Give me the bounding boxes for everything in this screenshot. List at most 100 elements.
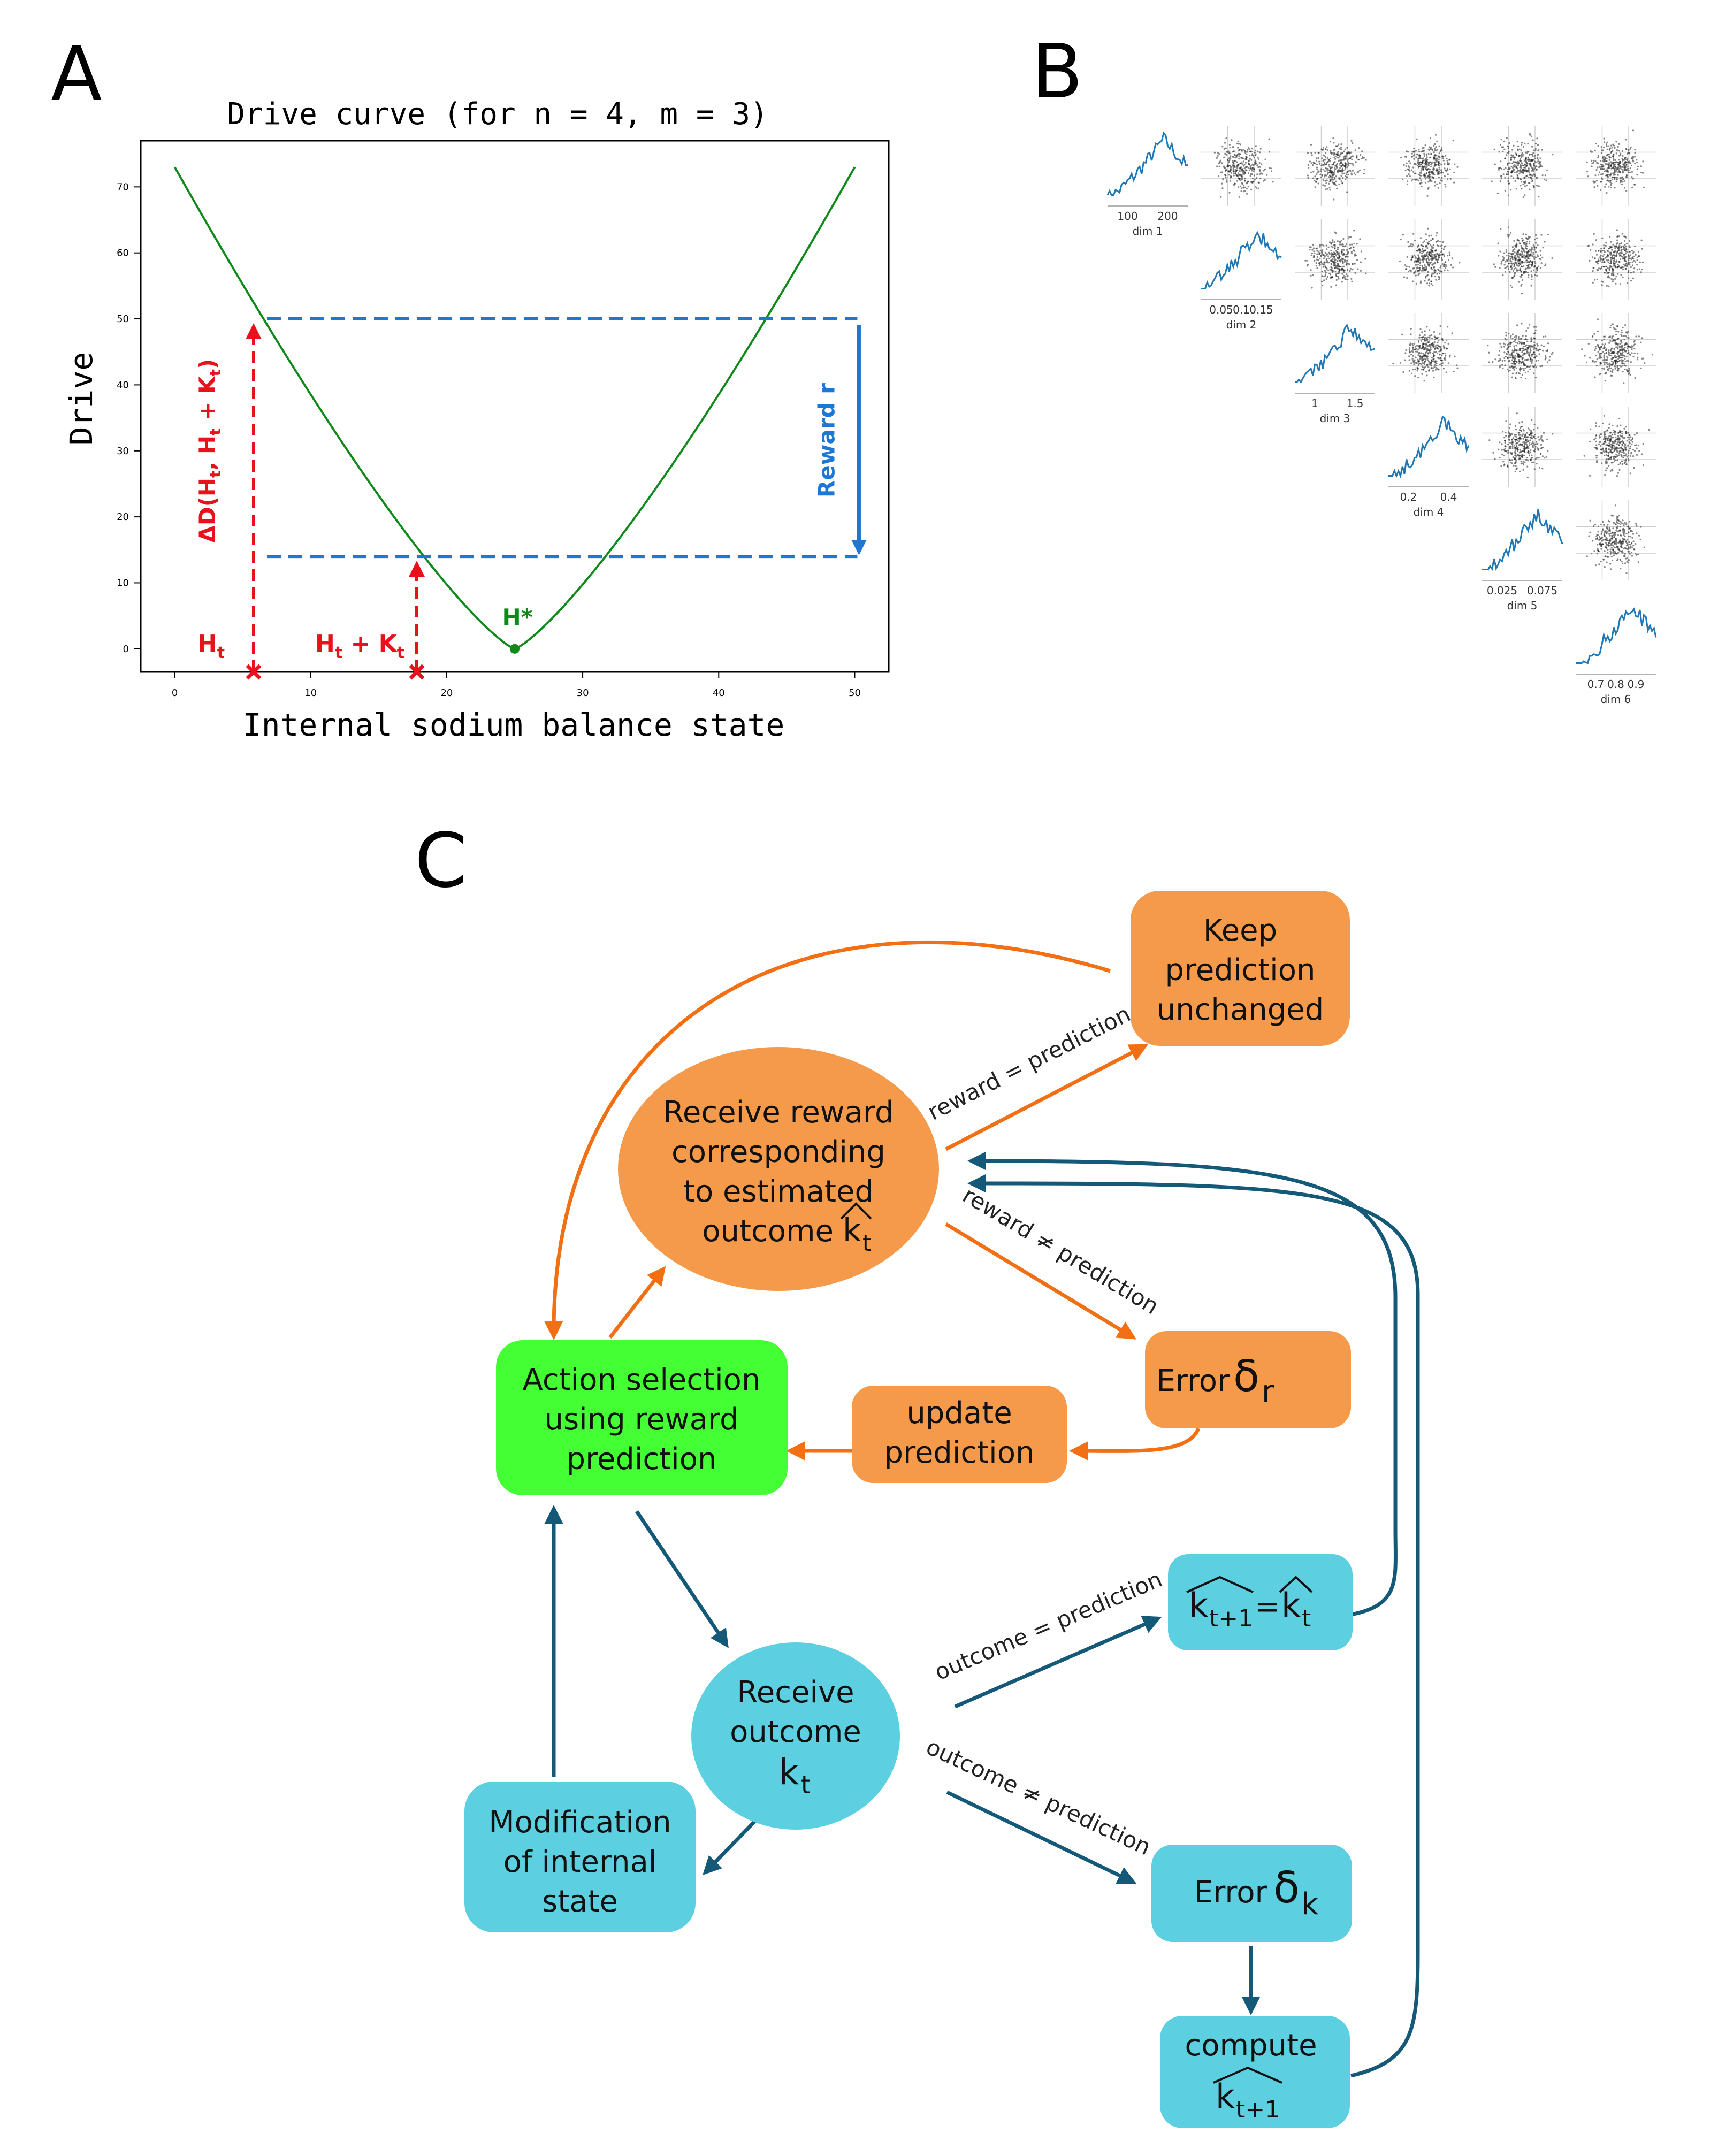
update-line-1: update: [906, 1396, 1012, 1431]
modification-line-2: of internal: [503, 1845, 657, 1879]
error-k-label: Error: [1194, 1875, 1267, 1910]
y-tick-label: 40: [117, 379, 129, 391]
k-hat-subscript: t: [862, 1230, 871, 1256]
y-axis-label: Drive: [63, 352, 100, 446]
x-axis-label: Internal sodium balance state: [243, 707, 785, 743]
x-tick-label: 50: [849, 687, 861, 699]
edge-keep-to-action: [544, 940, 1111, 1340]
delta-r-subscript: r: [1262, 1374, 1274, 1409]
y-tick-label: 50: [117, 314, 129, 325]
edge-compute-to-reward: [967, 1174, 1420, 2078]
reward-line-1: Receive reward: [663, 1095, 894, 1130]
y-tick-label: 20: [117, 511, 129, 523]
scatter-cell: [1576, 126, 1656, 206]
histogram-line: [1482, 509, 1563, 571]
compute-label: compute: [1185, 2028, 1317, 2063]
ht-kt-marker: [409, 664, 425, 680]
dim-tick-label: 0.15: [1249, 303, 1273, 316]
chart-title: Drive curve (for n = 4, m = 3): [227, 97, 768, 132]
x-tick-label: 40: [713, 687, 725, 699]
edge-action-to-reward: [608, 1266, 666, 1339]
dim-label: dim 6: [1601, 693, 1631, 706]
delta-k-subscript: k: [1301, 1887, 1319, 1922]
dim-label: dim 4: [1414, 506, 1444, 518]
k-hat-t-symbol: k t: [840, 1202, 872, 1256]
panel-label-b: B: [1032, 28, 1083, 116]
k-t-subscript: t: [801, 1770, 811, 1799]
k-eq-left: k: [1189, 1586, 1208, 1625]
k-eq-left-subscript: t+1: [1209, 1605, 1253, 1632]
node-error-r: Error δ r: [1145, 1331, 1351, 1428]
edge-khat-to-reward: [967, 1151, 1398, 1617]
x-tick-label: 20: [440, 687, 453, 699]
modification-line-3: state: [542, 1884, 618, 1919]
edge-outcome-to-error-k: [946, 1790, 1137, 1884]
panel-c-flow-diagram: reward = prediction reward ≠ prediction …: [464, 891, 1420, 2128]
x-tick-label: 10: [304, 687, 317, 699]
edge-action-to-outcome: [635, 1510, 729, 1648]
x-tick-label: 0: [172, 687, 178, 699]
panel-a-drive-chart: Drive curve (for n = 4, m = 3) 0 10 20 30 40…: [63, 97, 890, 743]
histogram-line: [1106, 131, 1188, 196]
histogram-line: [1388, 415, 1470, 479]
k-t-symbol: k: [778, 1752, 799, 1793]
hstar-label: H*: [502, 604, 532, 630]
scatter-cell: [1388, 313, 1469, 393]
delta-r-symbol: δ: [1233, 1351, 1259, 1401]
scatter-cell: [1576, 313, 1656, 393]
k-eq-right: k: [1281, 1586, 1301, 1625]
scatter-cell: [1576, 500, 1656, 580]
dim-tick-label: 0.4: [1440, 491, 1457, 503]
y-tick-label: 60: [117, 248, 129, 259]
ht-marker: [246, 664, 262, 680]
node-update-prediction: update prediction: [852, 1386, 1067, 1483]
scatter-cell: [1482, 313, 1562, 393]
node-compute: compute k t+1: [1160, 2016, 1350, 2128]
delta-k-symbol: δ: [1273, 1863, 1300, 1913]
y-tick-label: 70: [117, 181, 129, 193]
edge-outcome-to-khat: [954, 1616, 1162, 1709]
dim-tick-label: 1: [1311, 397, 1318, 410]
node-keep-prediction: Keep prediction unchanged: [1131, 891, 1350, 1046]
edge-reward-to-error-r: [945, 1222, 1136, 1340]
dim-tick-label: 0.075: [1527, 584, 1557, 597]
error-r-label: Error: [1157, 1364, 1230, 1398]
update-line-2: prediction: [884, 1435, 1035, 1470]
y-tick-label: 10: [117, 577, 129, 588]
ht-label: Ht: [197, 630, 225, 662]
y-tick-label: 30: [117, 446, 129, 457]
reward-line-4: outcome: [702, 1214, 834, 1249]
action-line-2: using reward: [544, 1402, 738, 1437]
node-receive-outcome: Receive outcome k t: [691, 1642, 900, 1830]
dim-tick-label: 0.9: [1628, 678, 1645, 691]
keep-line-3: unchanged: [1157, 992, 1324, 1027]
panel-label-c: C: [415, 817, 467, 905]
node-k-equal: k t+1 = k t: [1168, 1554, 1353, 1650]
outcome-line-1: Receive: [737, 1675, 854, 1710]
dim-tick-label: 200: [1157, 210, 1178, 223]
reward-label: Reward r: [813, 383, 839, 498]
compute-k-subscript: t+1: [1236, 2096, 1280, 2123]
modification-line-1: Modification: [488, 1805, 671, 1840]
hstar-point: [510, 644, 520, 654]
keep-line-1: Keep: [1203, 913, 1277, 948]
compute-k: k: [1216, 2077, 1235, 2116]
scatter-cell: [1576, 219, 1656, 300]
reward-line-3: to estimated: [683, 1174, 874, 1209]
scatter-cell: [1295, 219, 1375, 300]
action-line-3: prediction: [567, 1442, 717, 1477]
scatter-cell: [1482, 407, 1562, 487]
plot-frame: [140, 140, 890, 673]
dim-tick-label: 0.1: [1233, 303, 1250, 316]
node-receive-reward: Receive reward corresponding to estimate…: [618, 1047, 939, 1291]
panel-label-a: A: [51, 31, 102, 118]
keep-line-2: prediction: [1165, 953, 1316, 988]
